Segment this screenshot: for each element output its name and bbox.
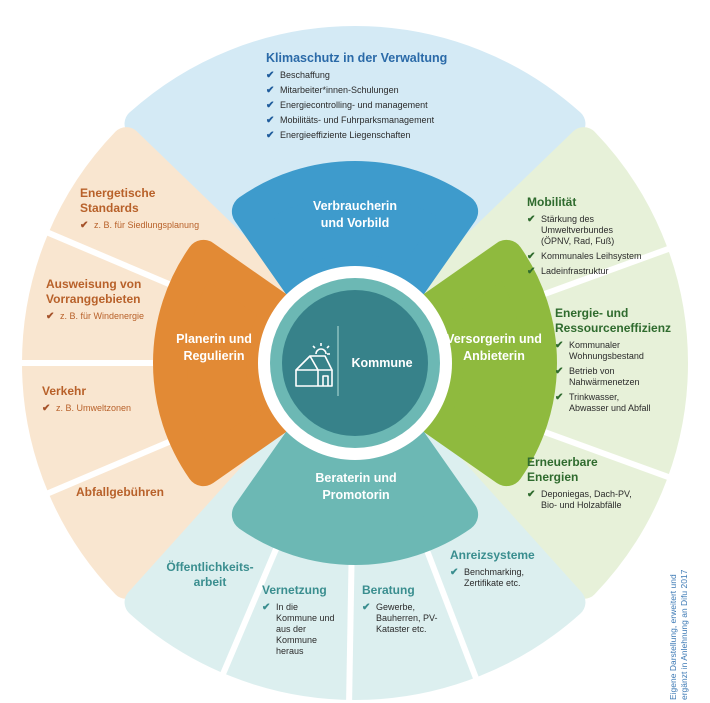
credit-line-1: Eigene Darstellung, erweitert und (668, 574, 678, 700)
checklist-item-text: z. B. Umweltzonen (56, 403, 132, 413)
center-disc (282, 290, 428, 436)
check-icon: ✔ (80, 220, 89, 231)
checklist-item-text: Mitarbeiter*innen-Schulungen (280, 85, 399, 95)
section-title: Klimaschutz in der Verwaltung (266, 51, 448, 65)
checklist-item: ✔ Beschaffung (266, 70, 486, 81)
checklist: ✔ z. B. für Siedlungsplanung (80, 220, 215, 231)
check-icon: ✔ (266, 115, 275, 126)
checklist: ✔ In die Kommune und aus der Kommune hera… (262, 602, 340, 657)
checklist: ✔ z. B. für Windenergie (46, 311, 176, 322)
checklist-item: ✔ Betrieb von Nahwärmenetzen (555, 366, 660, 388)
checklist-item: ✔ Energieeffiziente Liegenschaften (266, 130, 486, 141)
section-title: Energie- und Ressourceneffizienz (555, 306, 672, 335)
checklist: ✔ Benchmarking, Zertifikate etc. (450, 567, 540, 589)
section-vernetzung: Vernetzung ✔ In die Kommune und aus der K… (262, 583, 352, 657)
section-title: Verkehr (42, 384, 87, 398)
check-icon: ✔ (362, 602, 371, 613)
checklist-item: ✔ Benchmarking, Zertifikate etc. (450, 567, 540, 589)
section-anreizsysteme: Anreizsysteme ✔ Benchmarking, Zertifikate… (450, 548, 560, 589)
checklist-item-text: In die Kommune und aus der Kommune herau… (276, 602, 335, 656)
check-icon: ✔ (42, 403, 51, 414)
checklist-item-text: Kommunales Leihsystem (541, 251, 642, 261)
check-icon: ✔ (527, 214, 536, 225)
check-icon: ✔ (555, 366, 564, 377)
checklist-item: ✔ Trinkwasser, Abwasser und Abfall (555, 392, 660, 414)
check-icon: ✔ (266, 85, 275, 96)
section-abfallgebuehren: Abfallgebühren (76, 485, 196, 500)
checklist-item-text: Energieeffiziente Liegenschaften (280, 130, 411, 140)
section-title: Energetische Standards (80, 186, 156, 215)
section-erneuerbare-energien: Erneuerbare Energien ✔ Deponiegas, Dach-P… (527, 455, 647, 511)
checklist-item-text: z. B. für Windenergie (60, 311, 145, 321)
section-energetische-standards: Energetische Standards ✔ z. B. für Siedlu… (80, 186, 215, 231)
section-oeffentlichkeitsarbeit: Öffentlichkeits-arbeit (160, 560, 260, 590)
checklist-item-text: Beschaffung (280, 70, 330, 80)
role-right[interactable]: Versorgerin und Anbieterin (446, 332, 542, 363)
section-title: Mobilität (527, 195, 577, 209)
check-icon: ✔ (262, 602, 271, 613)
section-title: Ausweisung von Vorranggebieten (46, 277, 142, 306)
check-icon: ✔ (555, 392, 564, 403)
section-energie-ressourceneffizienz: Energie- und Ressourceneffizienz ✔ Kommun… (555, 306, 685, 414)
source-credit: Eigene Darstellung, erweitert und ergänz… (668, 570, 690, 700)
check-icon: ✔ (266, 130, 275, 141)
checklist: ✔ Beschaffung ✔ Mitarbeiter*innen-Schulunge… (266, 70, 486, 141)
section-mobilitaet: Mobilität ✔ Stärkung des Umweltverbundes … (527, 195, 667, 277)
checklist-item-text: Benchmarking, Zertifikate etc. (464, 567, 525, 588)
checklist-item-text: Deponiegas, Dach-PV, Bio- und Holzabfäll… (541, 489, 632, 510)
checklist-item: ✔ Mitarbeiter*innen-Schulungen (266, 85, 486, 96)
checklist-item: ✔ In die Kommune und aus der Kommune hera… (262, 602, 340, 657)
check-icon: ✔ (46, 311, 55, 322)
house-sun-icon (295, 343, 333, 387)
checklist-item: ✔ z. B. Umweltzonen (42, 403, 172, 414)
section-beratung: Beratung ✔ Gewerbe, Bauherren, PV-Kataste… (362, 583, 452, 635)
role-left[interactable]: Planerin und Regulierin (176, 332, 252, 363)
section-title: Vernetzung (262, 583, 327, 597)
center-label: Kommune (351, 356, 413, 370)
checklist-item: ✔ Deponiegas, Dach-PV, Bio- und Holzabfäl… (527, 489, 637, 511)
section-title: Öffentlichkeits-arbeit (166, 560, 254, 589)
check-icon: ✔ (527, 489, 536, 500)
role-top[interactable]: Verbraucherin und Vorbild (312, 199, 398, 230)
section-title: Beratung (362, 583, 415, 597)
check-icon: ✔ (527, 251, 536, 262)
checklist-item: ✔ z. B. für Siedlungsplanung (80, 220, 215, 231)
checklist-item-text: Betrieb von Nahwärmenetzen (569, 366, 640, 387)
section-title: Erneuerbare Energien (527, 455, 598, 484)
check-icon: ✔ (555, 340, 564, 351)
checklist-item: ✔ Stärkung des Umweltverbundes (ÖPNV, Rad… (527, 214, 645, 247)
section-ausweisung: Ausweisung von Vorranggebieten ✔ z. B. fü… (46, 277, 176, 322)
checklist-item-text: z. B. für Siedlungsplanung (94, 220, 200, 230)
checklist-item-text: Mobilitäts- und Fuhrparksmanagement (280, 115, 435, 125)
checklist: ✔ z. B. Umweltzonen (42, 403, 172, 414)
check-icon: ✔ (266, 100, 275, 111)
checklist-item: ✔ Kommunales Leihsystem (527, 251, 645, 262)
checklist-item-text: Kommunaler Wohnungsbestand (569, 340, 644, 361)
checklist-item-text: Energiecontrolling- und management (280, 100, 428, 110)
checklist-item: ✔ z. B. für Windenergie (46, 311, 176, 322)
checklist-item: ✔ Kommunaler Wohnungsbestand (555, 340, 660, 362)
checklist-item-text: Stärkung des Umweltverbundes (ÖPNV, Rad,… (541, 214, 615, 246)
checklist-item: ✔ Ladeinfrastruktur (527, 266, 645, 277)
checklist-item-text: Ladeinfrastruktur (541, 266, 609, 276)
checklist-item-text: Trinkwasser, Abwasser und Abfall (569, 392, 651, 413)
checklist: ✔ Gewerbe, Bauherren, PV-Kataster etc. (362, 602, 444, 635)
checklist-item: ✔ Energiecontrolling- und management (266, 100, 486, 111)
check-icon: ✔ (266, 70, 275, 81)
section-verkehr: Verkehr ✔ z. B. Umweltzonen (42, 384, 172, 414)
section-title: Abfallgebühren (76, 485, 165, 499)
section-title: Anreizsysteme (450, 548, 535, 562)
checklist: ✔ Deponiegas, Dach-PV, Bio- und Holzabfäl… (527, 489, 637, 511)
check-icon: ✔ (527, 266, 536, 277)
check-icon: ✔ (450, 567, 459, 578)
checklist-item: ✔ Gewerbe, Bauherren, PV-Kataster etc. (362, 602, 444, 635)
role-bottom[interactable]: Beraterin und Promotorin (315, 471, 397, 502)
credit-line-2: ergänzt in Anlehnung an Difu 2017 (679, 569, 689, 700)
checklist-item-text: Gewerbe, Bauherren, PV-Kataster etc. (376, 602, 438, 634)
checklist: ✔ Kommunaler Wohnungsbestand ✔ Betrieb von … (555, 340, 660, 414)
checklist-item: ✔ Mobilitäts- und Fuhrparksmanagement (266, 115, 486, 126)
section-klimaschutz: Klimaschutz in der Verwaltung ✔ Beschaffu… (266, 51, 486, 141)
checklist: ✔ Stärkung des Umweltverbundes (ÖPNV, Rad… (527, 214, 645, 277)
